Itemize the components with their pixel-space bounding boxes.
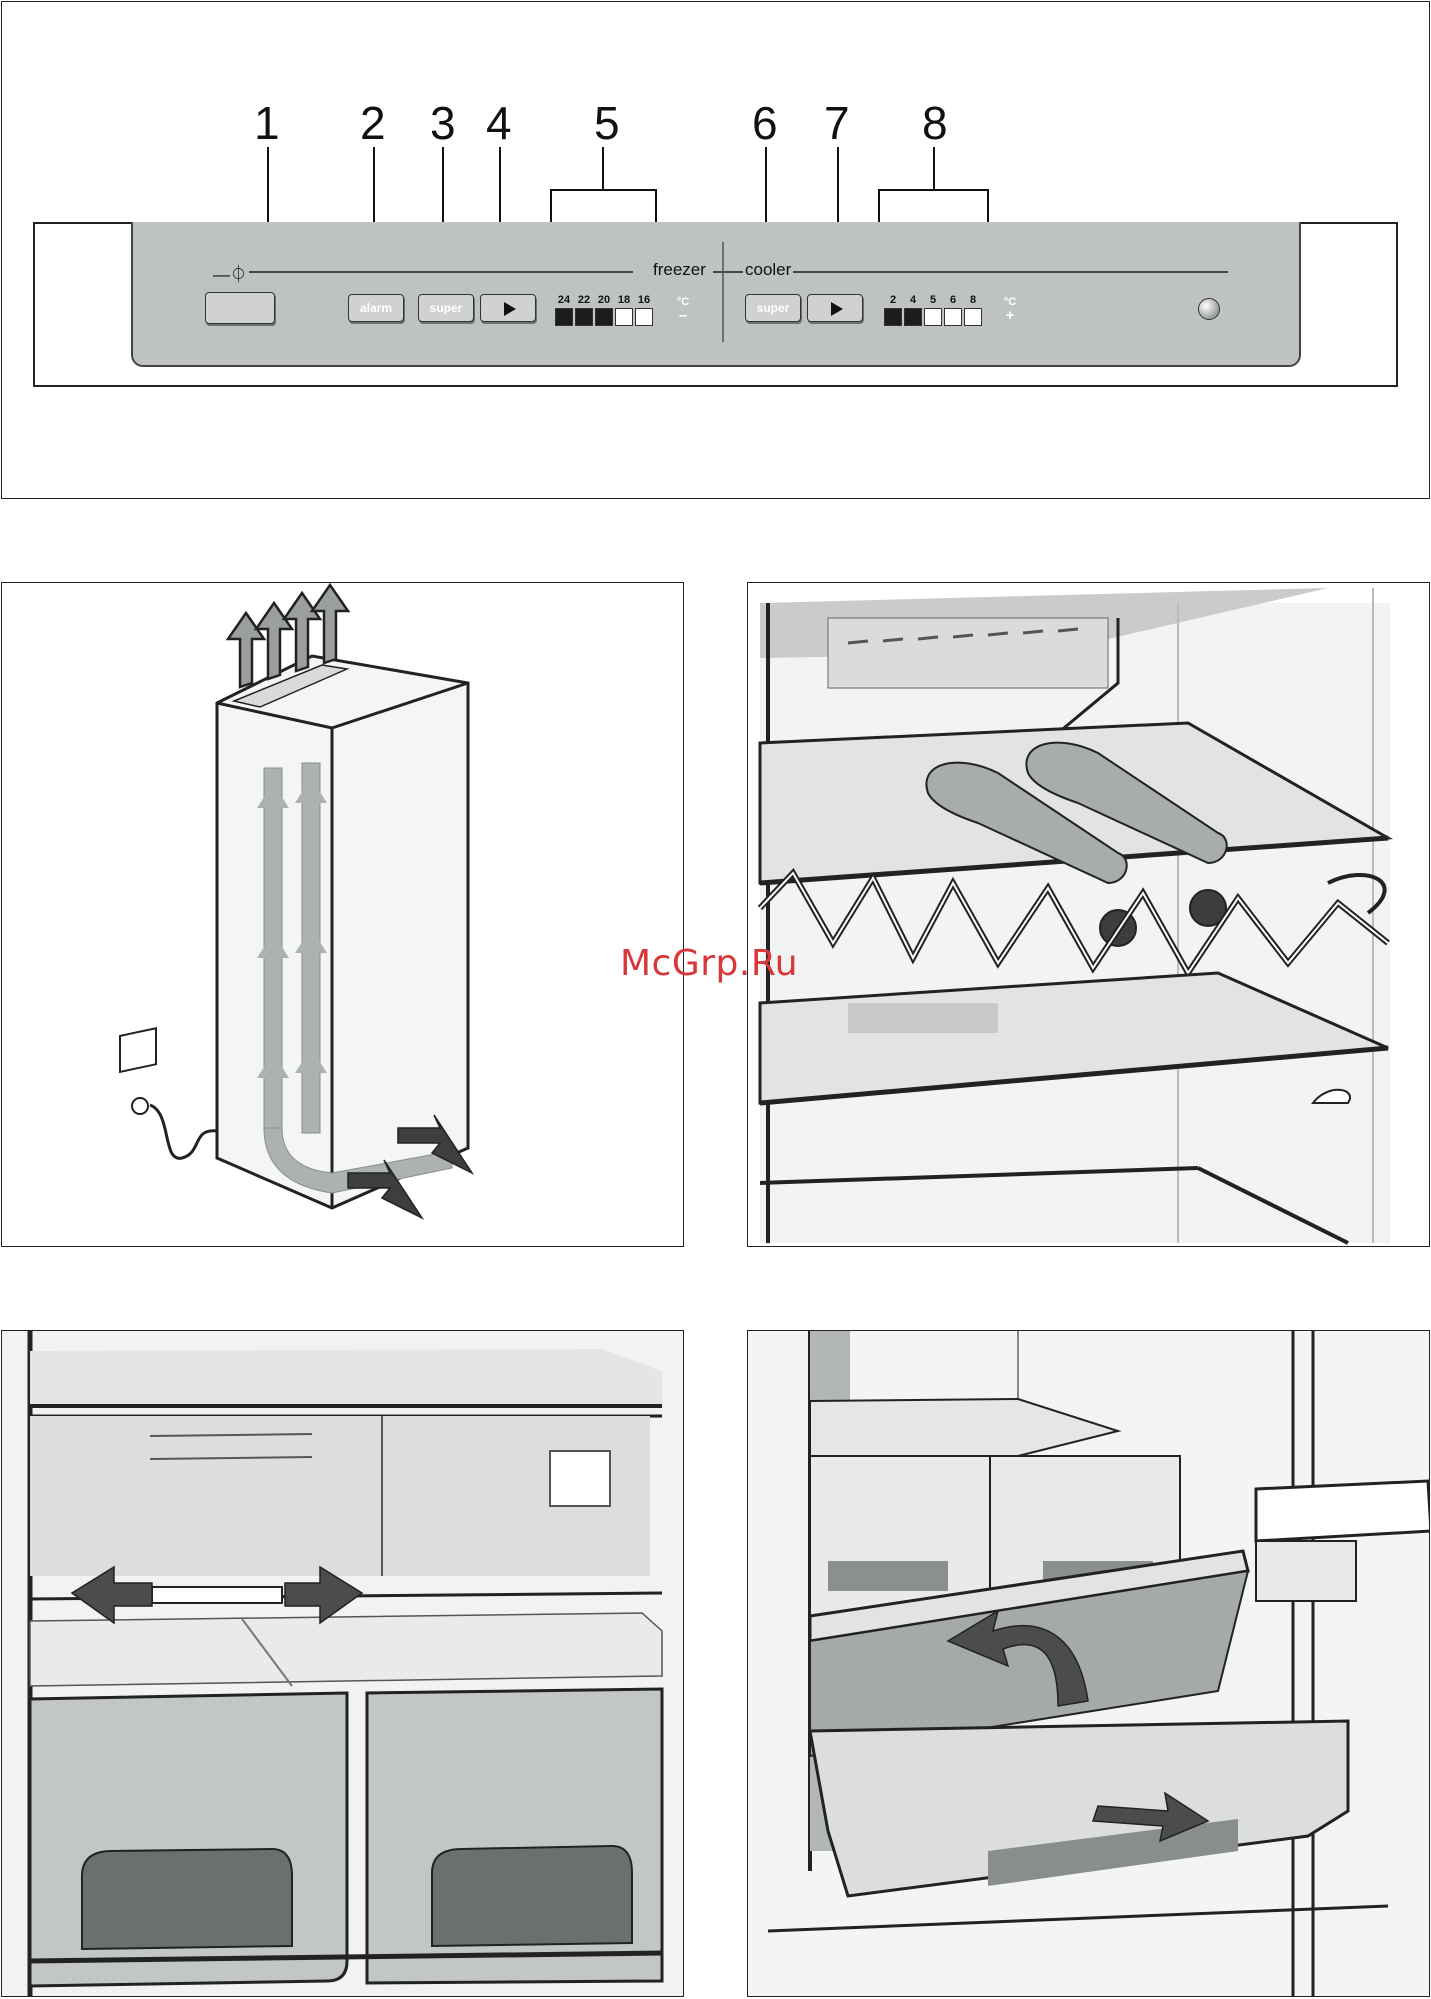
- crisper-lid-figure: [747, 1330, 1430, 1997]
- led-lit: [904, 308, 922, 326]
- alarm-button[interactable]: alarm: [348, 294, 404, 322]
- led-unlit: [635, 308, 653, 326]
- led-lit: [595, 308, 613, 326]
- freezer-label: freezer: [651, 260, 708, 280]
- led-lit: [884, 308, 902, 326]
- wine-rack-figure: [747, 582, 1430, 1247]
- airflow-figure: [1, 582, 684, 1247]
- panel-face: —⏀ freezer cooler alarm super super 24 2…: [131, 222, 1301, 367]
- led-unlit: [964, 308, 982, 326]
- cooler-label: cooler: [743, 260, 793, 280]
- led-unlit: [615, 308, 633, 326]
- power-symbol: —⏀: [211, 260, 249, 285]
- freezer-super-button[interactable]: super: [418, 294, 474, 322]
- drawer-divider-figure: [1, 1330, 684, 1997]
- led-lit: [575, 308, 593, 326]
- panel-housing: —⏀ freezer cooler alarm super super 24 2…: [33, 222, 1398, 387]
- cooler-super-button[interactable]: super: [745, 294, 801, 322]
- panel-face-lines: [133, 222, 1303, 367]
- indicator-light: [1198, 298, 1220, 320]
- drawer-divider-illustration: [2, 1331, 684, 1997]
- power-button[interactable]: [205, 292, 275, 324]
- wine-rack-illustration: [748, 583, 1430, 1247]
- watermark: McGrp.Ru: [620, 943, 798, 984]
- airflow-illustration: [2, 583, 684, 1247]
- freezer-sign: –: [673, 308, 693, 325]
- play-arrow-icon: [481, 295, 537, 323]
- play-arrow-icon: [808, 295, 864, 323]
- led-unlit: [944, 308, 962, 326]
- led-unlit: [924, 308, 942, 326]
- freezer-temp-button[interactable]: [480, 294, 536, 322]
- cooler-temp-tick: 8: [961, 294, 985, 306]
- led-lit: [555, 308, 573, 326]
- control-panel-figure: 1 2 3 4 5 6 7 8: [1, 1, 1430, 499]
- freezer-temp-tick: 16: [632, 294, 656, 306]
- cooler-sign: +: [1000, 308, 1020, 325]
- crisper-lid-illustration: [748, 1331, 1430, 1997]
- cooler-temp-button[interactable]: [807, 294, 863, 322]
